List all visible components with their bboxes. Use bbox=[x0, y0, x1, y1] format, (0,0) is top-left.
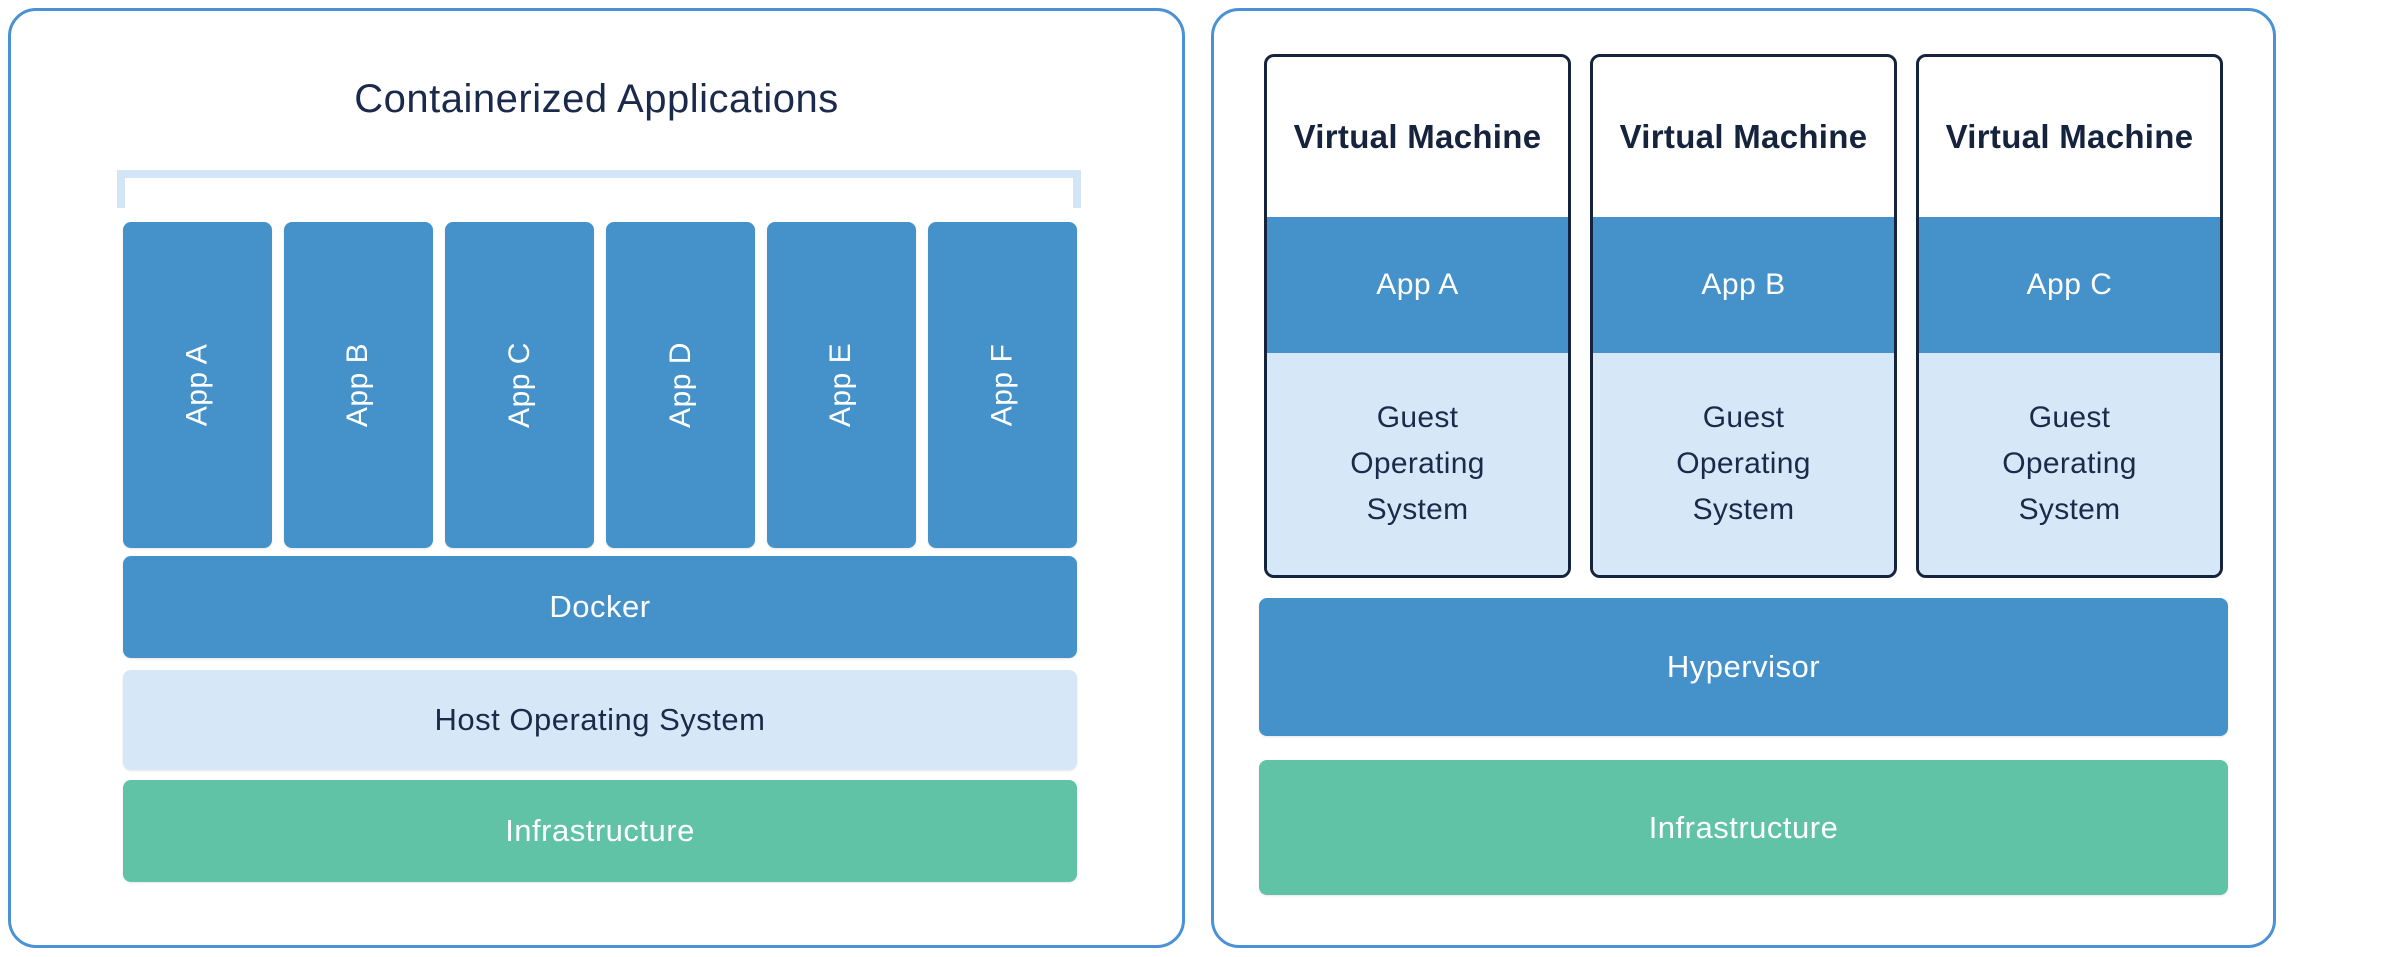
vm-card-title: Virtual Machine bbox=[1945, 118, 2194, 155]
hypervisor-layer: Hypervisor bbox=[1259, 598, 2228, 736]
infrastructure-layer-label: Infrastructure bbox=[505, 813, 695, 848]
vm-cards-row: Virtual Machine App A Guest Operating Sy… bbox=[1264, 54, 2223, 578]
vm-app-block: App C bbox=[1919, 217, 2220, 353]
vm-guest-os-line: System bbox=[1366, 493, 1469, 526]
vm-guest-os-block: Guest Operating System bbox=[1267, 353, 1568, 575]
vm-app-label: App A bbox=[1376, 268, 1459, 301]
container-app-column: App A bbox=[123, 222, 272, 548]
vm-card-title: Virtual Machine bbox=[1293, 118, 1542, 155]
container-app-label: App A bbox=[180, 343, 214, 427]
infrastructure-layer-label: Infrastructure bbox=[1648, 809, 1839, 845]
container-app-label: App F bbox=[985, 343, 1019, 427]
vm-app-label: App B bbox=[1701, 268, 1786, 301]
vm-guest-os-block: Guest Operating System bbox=[1919, 353, 2220, 575]
vm-app-block: App B bbox=[1593, 217, 1894, 353]
host-os-layer-label: Host Operating System bbox=[434, 702, 766, 737]
vm-guest-os-line: System bbox=[1692, 493, 1795, 526]
docker-layer-label: Docker bbox=[549, 589, 651, 624]
hypervisor-layer-label: Hypervisor bbox=[1666, 649, 1821, 684]
vm-guest-os-line: System bbox=[2018, 493, 2121, 526]
container-app-column: App E bbox=[767, 222, 916, 548]
container-apps-row: App A App B App C App D App E App F bbox=[123, 222, 1077, 548]
vm-app-block: App A bbox=[1267, 217, 1568, 353]
vm-guest-os-line: Operating bbox=[1676, 447, 1811, 480]
infrastructure-layer: Infrastructure bbox=[1259, 760, 2228, 895]
container-app-label: App E bbox=[824, 342, 858, 428]
vm-guest-os-line: Operating bbox=[1350, 447, 1485, 480]
infrastructure-layer: Infrastructure bbox=[123, 780, 1077, 882]
vm-guest-os-line: Guest bbox=[2028, 401, 2111, 434]
vm-guest-os-line: Guest bbox=[1376, 401, 1459, 434]
vm-guest-os-line: Operating bbox=[2002, 447, 2137, 480]
vm-app-label: App C bbox=[2026, 268, 2113, 301]
vm-guest-os-line: Guest bbox=[1702, 401, 1785, 434]
container-app-column: App F bbox=[928, 222, 1077, 548]
container-app-label: App C bbox=[502, 342, 536, 428]
vm-card: Virtual Machine App A Guest Operating Sy… bbox=[1264, 54, 1571, 578]
container-app-column: App C bbox=[445, 222, 594, 548]
vms-panel: Virtual Machine App A Guest Operating Sy… bbox=[1211, 8, 2276, 948]
container-app-column: App D bbox=[606, 222, 755, 548]
container-app-label: App D bbox=[663, 342, 697, 428]
vm-guest-os-block: Guest Operating System bbox=[1593, 353, 1894, 575]
containers-panel: Containerized Applications App A App B A… bbox=[8, 8, 1185, 948]
host-os-layer: Host Operating System bbox=[123, 670, 1077, 770]
container-app-label: App B bbox=[341, 342, 375, 428]
containers-bracket bbox=[117, 170, 1081, 208]
container-app-column: App B bbox=[284, 222, 433, 548]
vm-card-title: Virtual Machine bbox=[1619, 118, 1868, 155]
containers-panel-title: Containerized Applications bbox=[354, 77, 839, 121]
vm-card: Virtual Machine App C Guest Operating Sy… bbox=[1916, 54, 2223, 578]
docker-layer: Docker bbox=[123, 556, 1077, 658]
vm-card: Virtual Machine App B Guest Operating Sy… bbox=[1590, 54, 1897, 578]
